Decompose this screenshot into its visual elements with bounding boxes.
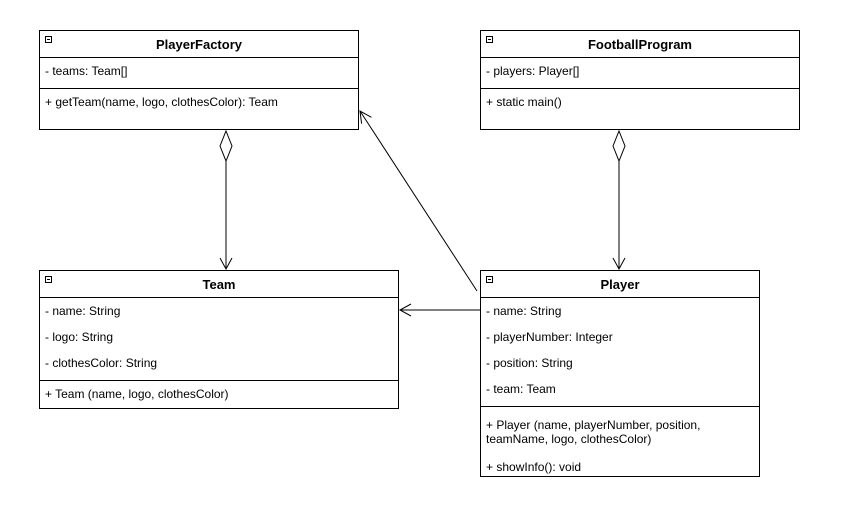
aggregation-playerfactory-team [219,129,233,271]
attributes-section: - name: String - playerNumber: Integer -… [481,298,759,407]
collapse-icon[interactable] [486,36,493,43]
aggregation-diamond [612,129,626,163]
arrow-head [398,303,412,317]
attributes-section: - players: Player[] [481,58,799,89]
class-name: Player [600,276,640,292]
class-name: PlayerFactory [156,36,242,52]
attribute-row: - playerNumber: Integer [486,330,613,344]
attribute-row: - position: String [486,356,573,370]
association-player-playerfactory [359,110,478,292]
arrow-head [219,257,233,271]
class-football-program[interactable]: FootballProgram - players: Player[] + st… [480,30,800,130]
methods-section: + Team (name, logo, clothesColor) [40,381,398,413]
class-team[interactable]: Team - name: String - logo: String - clo… [39,270,399,409]
method-row: + Team (name, logo, clothesColor) [45,387,229,401]
association-player-team [398,303,480,317]
association-line [359,110,478,292]
class-header[interactable]: PlayerFactory [40,31,358,58]
method-row: + showInfo(): void [486,460,582,474]
method-row: + Player (name, playerNumber, position, … [486,418,701,446]
collapse-icon[interactable] [45,276,52,283]
attribute-row: - name: String [45,304,121,318]
class-player-factory[interactable]: PlayerFactory - teams: Team[] + getTeam(… [39,30,359,130]
method-row: + static main() [486,95,562,109]
class-player[interactable]: Player - name: String - playerNumber: In… [480,270,760,477]
class-header[interactable]: Team [40,271,398,298]
aggregation-footballprogram-player [612,129,626,271]
attribute-row: - clothesColor: String [45,356,158,370]
collapse-icon[interactable] [45,36,52,43]
attribute-row: - logo: String [45,330,114,344]
attributes-section: - name: String - logo: String - clothesC… [40,298,398,381]
attributes-section: - teams: Team[] [40,58,358,89]
aggregation-diamond [219,129,233,163]
class-name: Team [202,276,236,292]
collapse-icon[interactable] [486,276,493,283]
attribute-row: - teams: Team[] [45,64,128,78]
class-name: FootballProgram [587,36,692,52]
method-row: + getTeam(name, logo, clothesColor): Tea… [45,95,278,109]
attribute-row: - name: String [486,304,562,318]
attribute-row: - team: Team [486,382,556,396]
methods-section: + getTeam(name, logo, clothesColor): Tea… [40,89,358,121]
attribute-row: - players: Player[] [486,64,580,78]
class-header[interactable]: FootballProgram [481,31,799,58]
arrow-head [612,257,626,271]
methods-section: + Player (name, playerNumber, position, … [481,407,759,486]
class-header[interactable]: Player [481,271,759,298]
arrow-head [359,110,372,124]
methods-section: + static main() [481,89,799,121]
